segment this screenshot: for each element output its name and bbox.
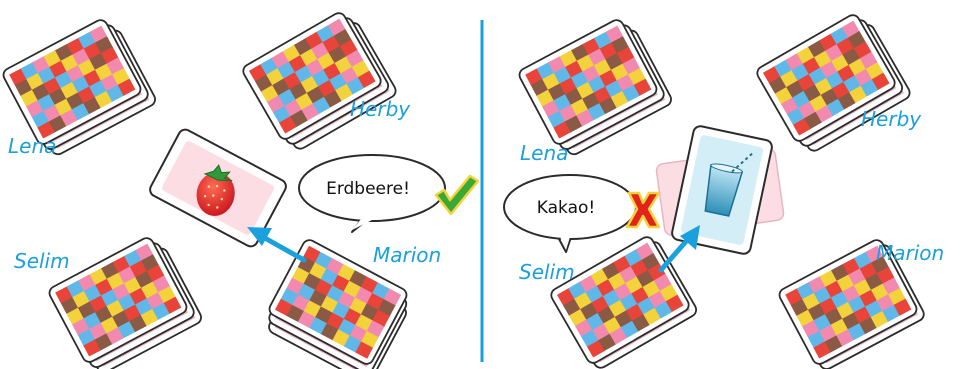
card-back	[268, 239, 408, 365]
card-back	[242, 12, 382, 140]
player-name-marion: Marion	[373, 243, 442, 267]
card-back	[778, 239, 918, 365]
deck-marion-left	[268, 239, 408, 369]
card-back	[550, 236, 690, 364]
player-name-selim: Selim	[519, 260, 575, 284]
player-name-lena: Lena	[8, 134, 57, 158]
deck-marion-right	[778, 239, 925, 369]
right-play-arrow	[658, 225, 700, 273]
player-name-lena: Lena	[520, 141, 569, 165]
player-name-marion: Marion	[876, 241, 945, 265]
deck-lena-left	[2, 19, 156, 156]
cross-mark-icon	[625, 191, 661, 229]
left-play-arrow	[247, 227, 307, 263]
deck-selim-left	[48, 237, 202, 369]
speech-text: Kakao!	[537, 198, 595, 218]
right-speech-bubble: Kakao!	[503, 174, 637, 253]
card-back	[2, 19, 142, 145]
deck-selim-right	[550, 236, 698, 369]
player-name-herby: Herby	[861, 107, 922, 131]
player-name-selim: Selim	[14, 249, 70, 273]
deck-herby-left	[242, 12, 397, 150]
left-speech-bubble: Erdbeere!	[298, 154, 446, 233]
speech-text: Erdbeere!	[326, 179, 410, 199]
card-back	[756, 14, 896, 142]
card-back	[518, 19, 658, 145]
glass-of-cocoa-icon	[704, 152, 753, 217]
deck-herby-right	[756, 14, 911, 152]
deck-lena-right	[518, 19, 672, 156]
card-back	[48, 237, 188, 363]
strawberry-icon	[196, 164, 235, 216]
player-name-herby: Herby	[350, 97, 411, 121]
check-mark-icon	[434, 174, 480, 216]
